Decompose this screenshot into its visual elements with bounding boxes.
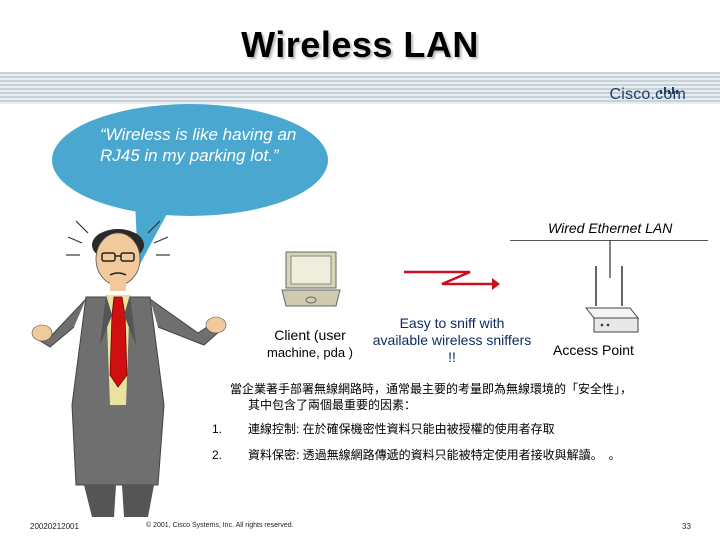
list-item-text: 連線控制: 在於確保機密性資料只能由被授權的使用者存取 xyxy=(248,422,555,436)
footer-date: 20020212001 xyxy=(30,522,79,531)
speech-bubble xyxy=(52,104,328,268)
lan-line xyxy=(510,240,708,241)
client-label-line2: machine, pda ) xyxy=(267,345,353,360)
footer-copyright: © 2001, Cisco Systems, Inc. All rights r… xyxy=(146,522,294,529)
slide-title: Wireless LAN xyxy=(241,24,479,65)
bubble-quote: “Wireless is like having an RJ45 in my p… xyxy=(100,125,297,165)
cisco-logo-icon xyxy=(660,76,680,94)
intro-line1: 當企業著手部署無線網路時，通常最主要的考量即為無線環境的「安全性」， xyxy=(230,382,633,396)
wired-lan-label: Wired Ethernet LAN xyxy=(548,220,673,236)
header-band xyxy=(0,72,720,104)
intro-line2: 其中包含了兩個最重要的因素： xyxy=(248,398,417,412)
page-number: 33 xyxy=(682,522,691,531)
list-item-text: 資料保密: 透過無線網路傳遞的資料只能被特定使用者接收與解讀。 。 xyxy=(248,448,621,462)
intro-paragraph: 當企業著手部署無線網路時，通常最主要的考量即為無線環境的「安全性」， 其中包含了… xyxy=(230,381,700,413)
wireless-signal-icon xyxy=(404,270,500,290)
list-item: 2. 資料保密: 透過無線網路傳遞的資料只能被特定使用者接收與解讀。 。 xyxy=(212,446,621,463)
access-point-icon xyxy=(584,240,640,333)
sniff-warning-label: Easy to sniff with available wireless sn… xyxy=(372,315,532,365)
list-item-number: 2. xyxy=(212,448,223,462)
access-point-label: Access Point xyxy=(553,342,634,358)
list-item: 1. 連線控制: 在於確保機密性資料只能由被授權的使用者存取 xyxy=(212,420,555,437)
client-label: Client (user machine, pda ) xyxy=(240,326,380,362)
client-label-line1: Client (user xyxy=(274,327,346,343)
list-item-number: 1. xyxy=(212,422,223,436)
brand-logo-text: Cisco.com xyxy=(609,86,686,103)
stressed-man-figure xyxy=(31,220,227,517)
laptop-icon xyxy=(281,251,341,307)
